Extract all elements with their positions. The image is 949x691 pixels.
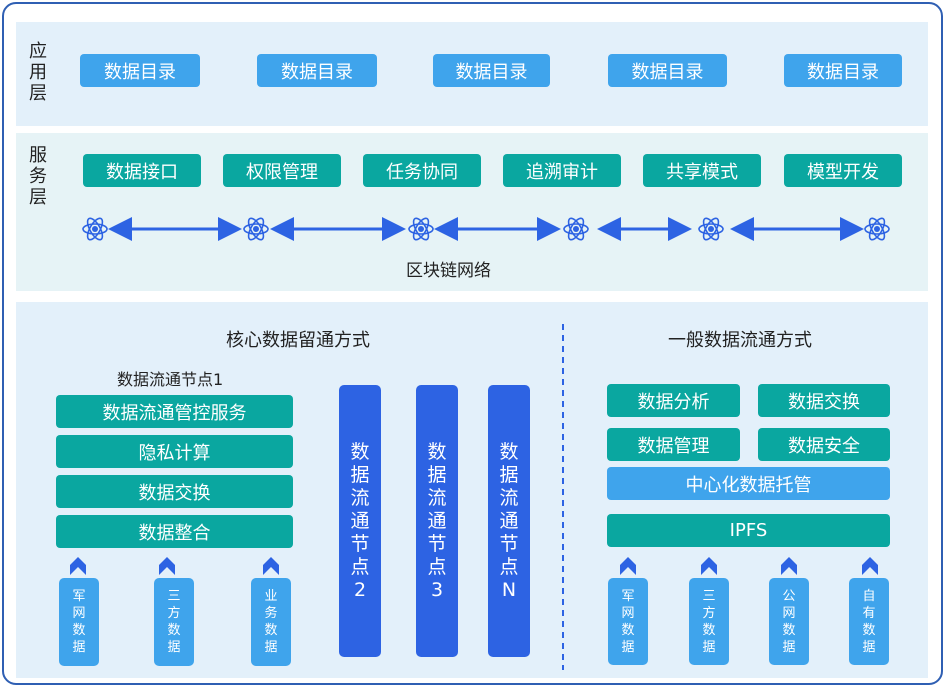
flow-node-label: 数据流通节点2 <box>350 440 370 601</box>
node1-stack-4: 数据整合 <box>56 515 293 548</box>
service-layer-label: 服务层 <box>29 145 47 208</box>
section-divider <box>562 324 564 670</box>
app-item-3: 数据目录 <box>433 54 550 87</box>
application-layer-label: 应用层 <box>29 41 47 104</box>
atom-icon <box>82 215 108 243</box>
atom-icon <box>698 215 724 243</box>
app-item-5: 数据目录 <box>784 54 902 87</box>
general-item-management: 数据管理 <box>607 428 740 461</box>
service-item-5: 共享模式 <box>643 154 761 187</box>
general-item-security: 数据安全 <box>758 428 890 461</box>
general-item-exchange: 数据交换 <box>758 384 890 417</box>
general-source-label: 公网数据 <box>782 588 796 655</box>
general-source-label: 自有数据 <box>862 588 876 655</box>
node1-stack-1: 数据流通管控服务 <box>56 395 293 428</box>
core-source-label: 军网数据 <box>72 589 86 655</box>
atom-icon <box>243 215 269 243</box>
up-chevron-icon <box>701 557 717 575</box>
up-chevron-icon <box>620 557 636 575</box>
atom-icon <box>563 215 589 243</box>
flow-node-2: 数据流通节点2 <box>339 385 381 657</box>
flow-node-label: 数据流通节点3 <box>427 440 447 601</box>
core-source-2: 三方数据 <box>154 578 194 666</box>
core-section-title: 核心数据留通方式 <box>226 330 370 351</box>
up-chevron-icon <box>862 557 878 575</box>
core-source-label: 业务数据 <box>264 589 278 655</box>
up-chevron-icon <box>263 557 279 575</box>
service-item-3: 任务协同 <box>363 154 481 187</box>
flow-node-n: 数据流通节点N <box>488 385 530 657</box>
node1-title: 数据流通节点1 <box>117 370 224 389</box>
service-item-4: 追溯审计 <box>503 154 621 187</box>
app-item-1: 数据目录 <box>80 54 200 87</box>
general-source-2: 三方数据 <box>689 578 729 665</box>
service-item-1: 数据接口 <box>83 154 201 187</box>
core-source-label: 三方数据 <box>167 589 181 655</box>
node1-stack-2: 隐私计算 <box>56 435 293 468</box>
general-source-label: 军网数据 <box>621 588 635 655</box>
atom-icon <box>864 215 890 243</box>
core-source-3: 业务数据 <box>251 578 291 666</box>
general-item-analysis: 数据分析 <box>607 384 740 417</box>
general-source-3: 公网数据 <box>769 578 809 665</box>
service-item-2: 权限管理 <box>223 154 341 187</box>
centralized-hosting: 中心化数据托管 <box>607 467 890 500</box>
network-label: 区块链网络 <box>406 261 491 281</box>
up-chevron-icon <box>70 557 86 575</box>
blockchain-network <box>82 215 890 243</box>
app-item-2: 数据目录 <box>257 54 377 87</box>
atom-icon <box>408 215 434 243</box>
node1-stack-3: 数据交换 <box>56 475 293 508</box>
flow-node-label: 数据流通节点N <box>499 440 519 601</box>
up-chevron-icon <box>781 557 797 575</box>
up-chevron-icon <box>159 557 175 575</box>
general-section-title: 一般数据流通方式 <box>668 330 812 351</box>
flow-node-3: 数据流通节点3 <box>416 385 458 657</box>
app-item-4: 数据目录 <box>608 54 727 87</box>
core-source-1: 军网数据 <box>59 578 99 666</box>
service-item-6: 模型开发 <box>784 154 902 187</box>
ipfs-layer: IPFS <box>607 514 890 547</box>
general-source-label: 三方数据 <box>702 588 716 655</box>
general-source-1: 军网数据 <box>608 578 648 665</box>
general-source-4: 自有数据 <box>849 578 889 665</box>
